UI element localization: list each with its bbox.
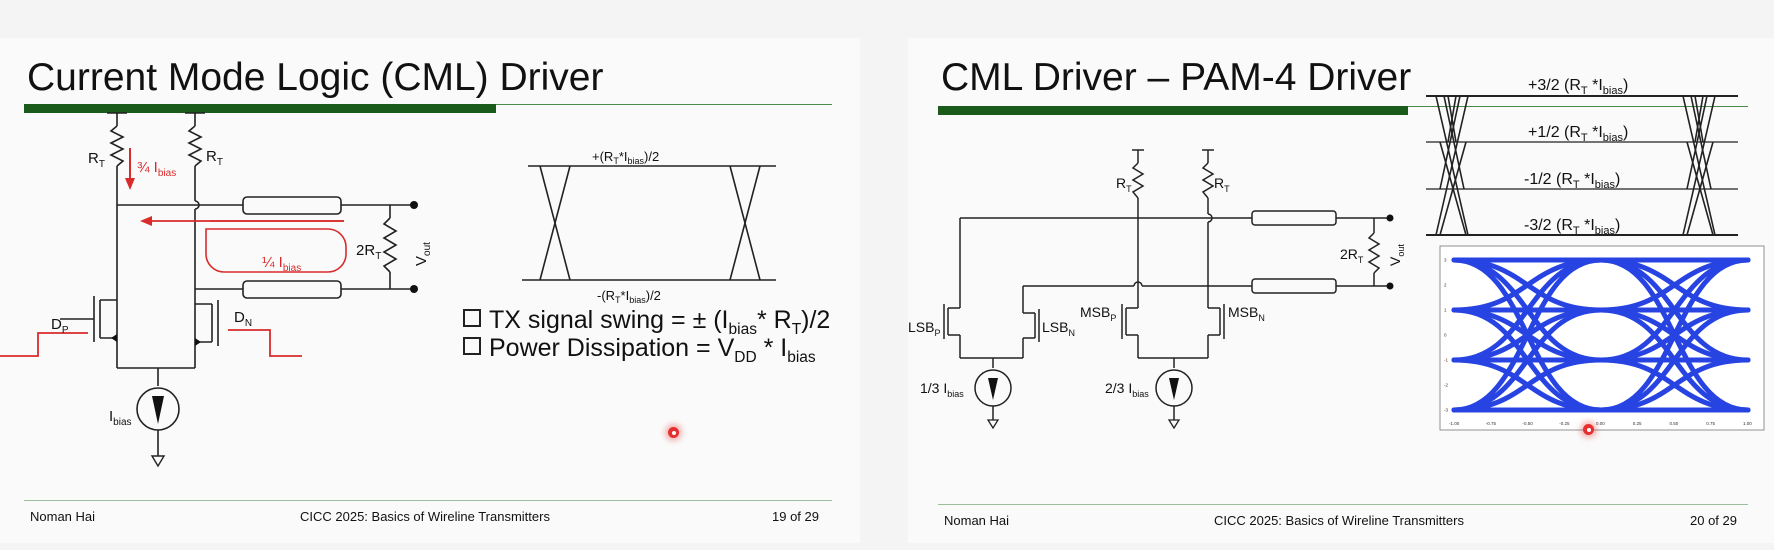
y-tick-label: 1 (1444, 308, 1447, 313)
svg-text:RT: RT (1116, 175, 1132, 194)
title-rule (938, 106, 1408, 115)
svg-text:RT: RT (88, 150, 105, 170)
svg-text:RT: RT (1214, 175, 1230, 194)
footer-event: CICC 2025: Basics of Wireline Transmitte… (300, 509, 550, 524)
x-tick-label: -1.00 (1449, 421, 1460, 426)
footer-page: 19 of 29 (772, 509, 819, 524)
footer-rule (24, 500, 832, 501)
y-tick-label: 2 (1444, 283, 1447, 288)
svg-text:Ibias: Ibias (109, 408, 132, 428)
x-tick-label: 1.00 (1743, 421, 1752, 426)
bullet-power: Power Dissipation = VDD * Ibias (463, 334, 816, 367)
svg-text:Vout: Vout (413, 242, 433, 266)
svg-text:2RT: 2RT (1340, 246, 1364, 265)
footer-page: 20 of 29 (1690, 513, 1737, 528)
svg-text:2RT: 2RT (356, 242, 381, 262)
footer-author: Noman Hai (30, 509, 96, 524)
svg-text:MSBP: MSBP (1080, 304, 1116, 323)
svg-text:-3/2 (RT *Ibias): -3/2 (RT *Ibias) (1524, 217, 1620, 237)
pointer-dot (1583, 424, 1594, 435)
svg-text:+3/2 (RT *Ibias): +3/2 (RT *Ibias) (1528, 77, 1628, 97)
x-tick-label: -0.25 (1559, 421, 1570, 426)
svg-text:MSBN: MSBN (1228, 304, 1265, 323)
slide-title: CML Driver – PAM-4 Driver (941, 56, 1412, 99)
x-tick-label: -0.50 (1523, 421, 1534, 426)
svg-text:+(RT*Ibias)/2: +(RT*Ibias)/2 (592, 149, 659, 166)
y-tick-label: -1 (1444, 358, 1448, 363)
x-tick-label: 0.50 (1670, 421, 1679, 426)
svg-text:+1/2 (RT *Ibias): +1/2 (RT *Ibias) (1528, 124, 1628, 144)
title-rule (24, 104, 496, 113)
cml-circuit-diagram: RT RT 2RT DP DN Ibias Vout ¾ Ibias ¼ Ibi… (0, 112, 776, 468)
x-tick-label: 0.25 (1633, 421, 1642, 426)
pam4-level-eye (1426, 95, 1738, 236)
svg-text:1/3 Ibias: 1/3 Ibias (920, 380, 964, 399)
svg-text:LSBP: LSBP (908, 319, 940, 338)
y-tick-label: -3 (1444, 408, 1448, 413)
svg-text:¾ Ibias: ¾ Ibias (137, 159, 176, 179)
svg-text:DN: DN (234, 309, 252, 329)
svg-text:-1/2 (RT *Ibias): -1/2 (RT *Ibias) (1524, 171, 1620, 191)
title-rule-thin (1408, 106, 1748, 107)
slide-title: Current Mode Logic (CML) Driver (27, 56, 604, 99)
svg-text:RT: RT (206, 148, 223, 168)
bullet-signal-swing: TX signal swing = ± (Ibias* RT)/2 (463, 306, 830, 339)
x-tick-label: -0.75 (1486, 421, 1497, 426)
pam4-circuit-diagram: RT RT 2RT LSBP LSBN MSBP MSBN 1/3 Ibias … (908, 77, 1765, 431)
y-tick-label: 0 (1444, 333, 1447, 338)
svg-text:Vout: Vout (1387, 244, 1406, 266)
svg-text:¼ Ibias: ¼ Ibias (262, 254, 301, 274)
svg-text:2/3 Ibias: 2/3 Ibias (1105, 380, 1149, 399)
title-rule-thin (496, 104, 832, 105)
slide-20: CML Driver – PAM-4 Driver (908, 38, 1774, 543)
binary-eye-diagram (522, 165, 776, 281)
footer-rule (938, 504, 1748, 505)
x-tick-label: 0.75 (1706, 421, 1715, 426)
slide-19: Current Mode Logic (CML) Driver (0, 38, 860, 543)
pointer-dot (668, 427, 679, 438)
y-tick-label: 3 (1444, 258, 1447, 263)
y-tick-label: -2 (1444, 383, 1448, 388)
simulated-eye-plot: -1.00 -0.75 -0.50 -0.25 0.00 0.25 0.50 0.75 1.00… (1439, 245, 1765, 431)
svg-text:LSBN: LSBN (1042, 319, 1075, 338)
x-tick-label: 0.00 (1596, 421, 1605, 426)
footer-author: Noman Hai (944, 513, 1010, 528)
footer-event: CICC 2025: Basics of Wireline Transmitte… (1214, 513, 1464, 528)
svg-text:-(RT*Ibias)/2: -(RT*Ibias)/2 (597, 288, 661, 305)
